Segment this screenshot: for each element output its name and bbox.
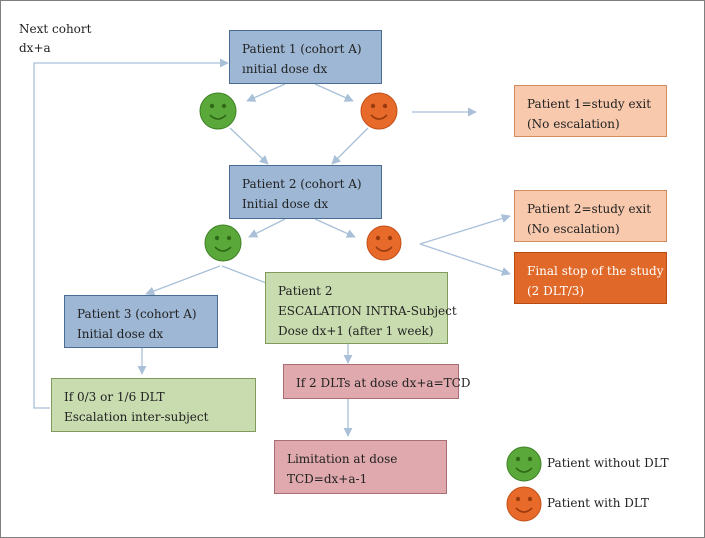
- patient2-dose: Initial dose dx: [242, 197, 329, 211]
- patient1-title: Patient 1 (cohort A): [242, 42, 362, 56]
- legend-green-face-icon: [506, 446, 542, 482]
- limitation-box: Limitation at dose TCD=dx+a-1: [274, 440, 447, 494]
- next-cohort-dose: dx+a: [19, 41, 51, 55]
- final-stop-title: Final stop of the study: [527, 264, 664, 278]
- patient2-exit-note: (No escalation): [527, 222, 620, 236]
- legend-dlt-label: Patient with DLT: [547, 496, 649, 510]
- arrow-green-to-p2: [229, 127, 269, 165]
- arrow-p1-to-orange: [314, 83, 354, 102]
- inter-escalation-title: Escalation inter-subject: [64, 410, 209, 424]
- next-cohort-note: Next cohort dx+a: [19, 20, 91, 58]
- patient3-title: Patient 3 (cohort A): [77, 307, 197, 321]
- patient1-box: Patient 1 (cohort A) ınitial dose dx: [229, 30, 382, 84]
- intra-escalation-dose: Dose dx+1 (after 1 week): [278, 324, 434, 338]
- arrow-orange-to-p2-exit: [419, 214, 511, 245]
- arrow-green-to-p3: [145, 265, 221, 296]
- patient2-title: Patient 2 (cohort A): [242, 177, 362, 191]
- orange-face-icon: [360, 92, 398, 130]
- patient3-box: Patient 3 (cohort A) Initial dose dx: [64, 295, 218, 348]
- patient1-dose: ınitial dose dx: [242, 62, 328, 76]
- green-face-icon: [204, 224, 242, 262]
- patient2-exit-title: Patient 2=study exit: [527, 202, 652, 216]
- final-stop-ratio: (2 DLT/3): [527, 284, 585, 298]
- patient2-box: Patient 2 (cohort A) Initial dose dx: [229, 165, 382, 219]
- arrow-orange-to-p2: [331, 127, 369, 165]
- legend-no-dlt-label: Patient without DLT: [547, 456, 669, 470]
- intra-escalation-box: Patient 2 ESCALATION INTRA-Subject Dose …: [265, 272, 457, 344]
- patient1-exit-note: (No escalation): [527, 117, 620, 131]
- patient1-exit-title: Patient 1=study exit: [527, 97, 652, 111]
- next-cohort-label: Next cohort: [19, 22, 92, 36]
- arrow-p2-to-green: [248, 218, 286, 238]
- tcd-box: If 2 DLTs at dose dx+a=TCD: [283, 364, 471, 399]
- limitation-title: Limitation at dose: [287, 452, 398, 466]
- inter-escalation-box: If 0/3 or 1/6 DLT Escalation inter-subje…: [51, 378, 256, 432]
- arrow-p1-to-green: [246, 83, 286, 102]
- patient2-exit-box: Patient 2=study exit (No escalation): [514, 190, 667, 242]
- patient3-dose: Initial dose dx: [77, 327, 164, 341]
- inter-condition: If 0/3 or 1/6 DLT: [64, 390, 165, 404]
- intra-escalation-title: ESCALATION INTRA-Subject: [278, 304, 457, 318]
- limitation-dose: TCD=dx+a-1: [287, 472, 368, 486]
- arrow-orange-to-final: [419, 243, 511, 276]
- green-face-icon: [199, 92, 237, 130]
- intra-patient: Patient 2: [278, 284, 333, 298]
- orange-face-icon: [366, 225, 402, 261]
- final-stop-box: Final stop of the study (2 DLT/3): [514, 252, 667, 304]
- tcd-condition: If 2 DLTs at dose dx+a=TCD: [296, 376, 471, 390]
- patient1-exit-box: Patient 1=study exit (No escalation): [514, 85, 667, 137]
- arrow-p2-to-orange: [314, 218, 356, 238]
- arrow-inter-loop-to-p1: [33, 58, 229, 409]
- legend-orange-face-icon: [506, 486, 542, 522]
